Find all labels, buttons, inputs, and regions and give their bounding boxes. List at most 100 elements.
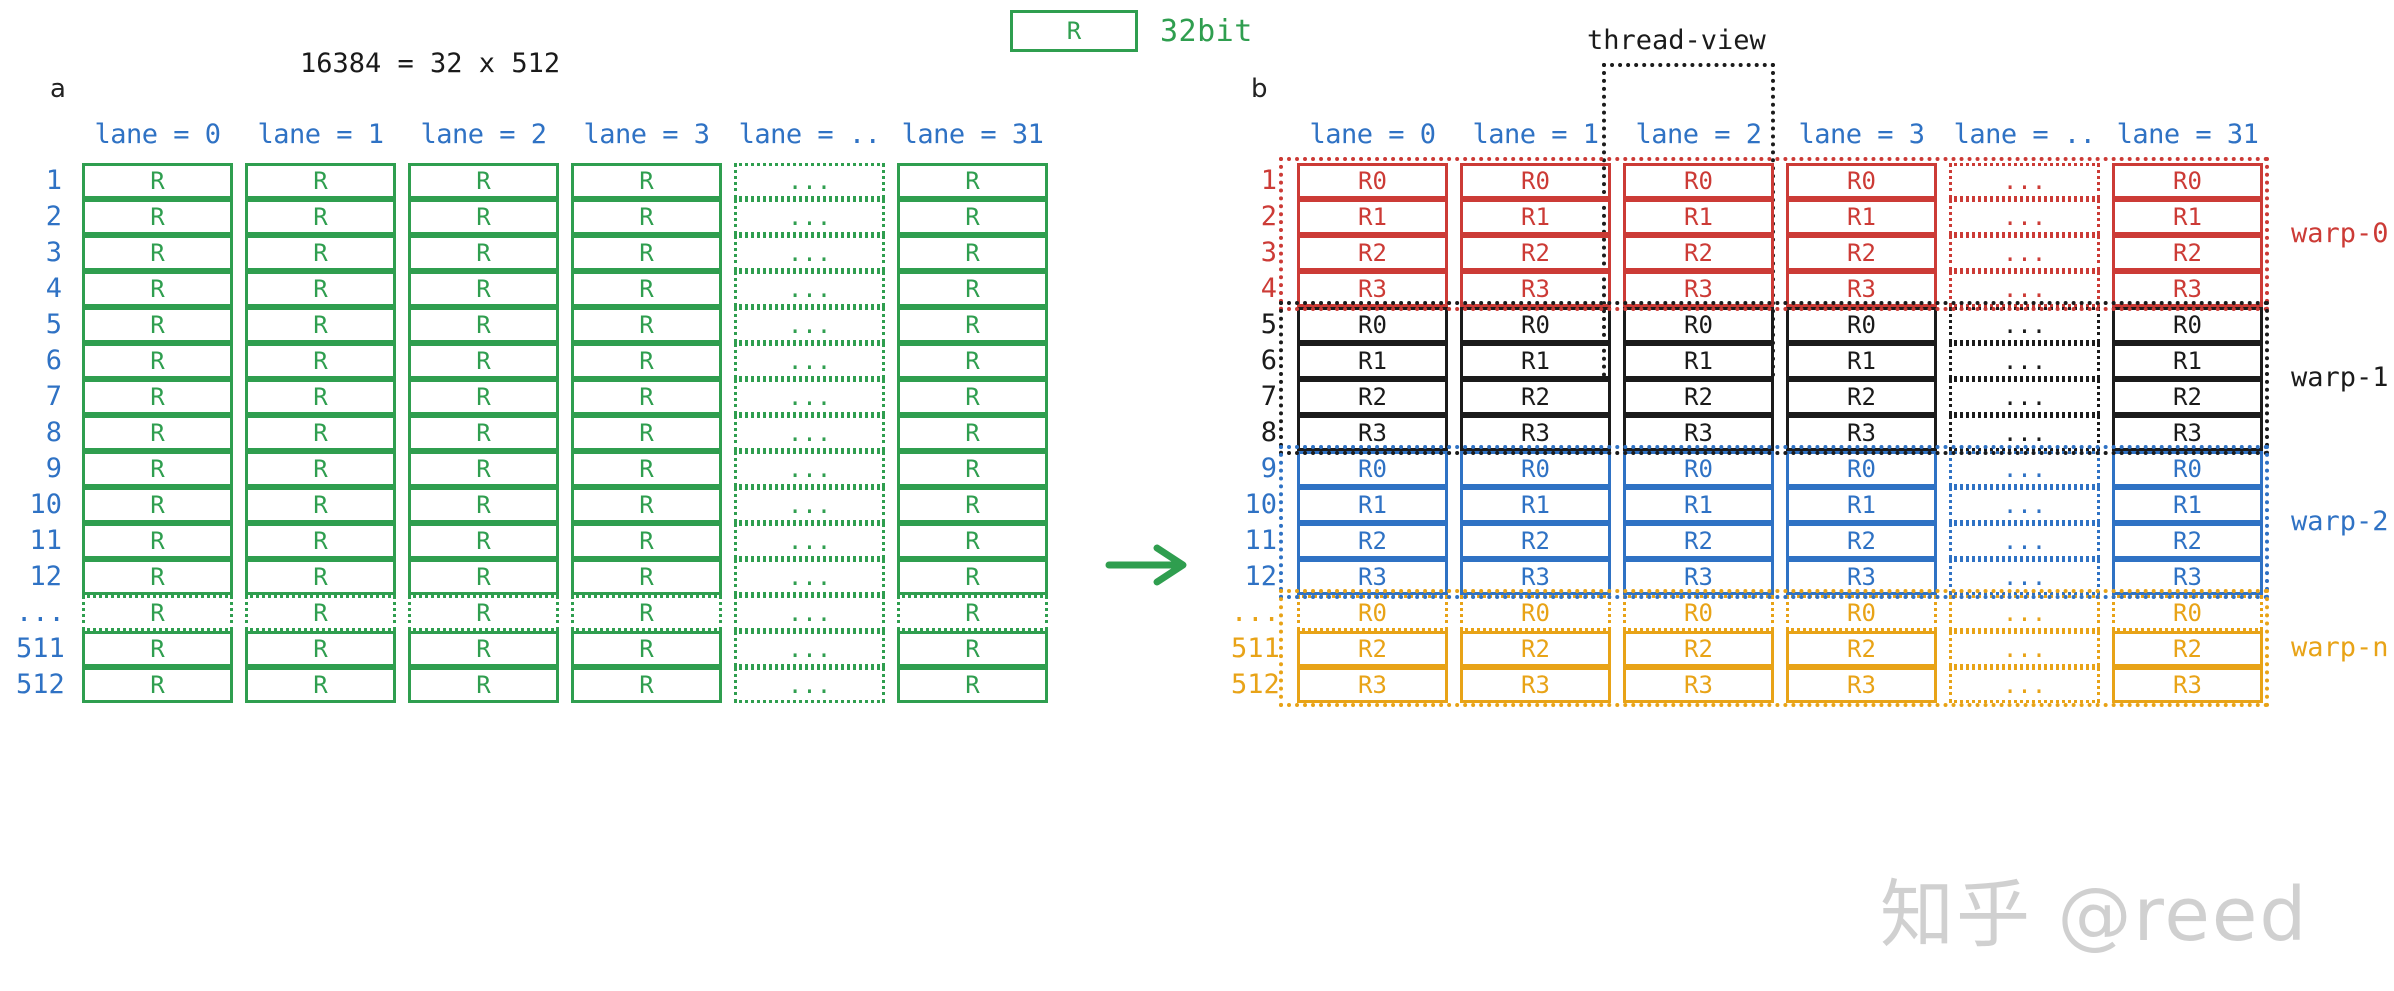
- register-cell: R0: [1623, 163, 1774, 199]
- register-cell-slot: R: [239, 199, 402, 235]
- register-cell-ellipsis: ...: [734, 343, 885, 379]
- register-cell-slot: R0: [1291, 451, 1454, 487]
- register-cell-slot: R: [402, 631, 565, 667]
- register-cell-slot: R: [76, 559, 239, 595]
- register-cell-slot: R: [76, 343, 239, 379]
- register-cell-slot: ...: [1943, 379, 2106, 415]
- register-cell: R1: [1460, 199, 1611, 235]
- register-cell-slot: R: [891, 523, 1054, 559]
- thread-view-label: thread-view: [1587, 25, 1766, 56]
- register-cell-slot: R: [402, 559, 565, 595]
- column-header-lane-5: lane = 31: [901, 119, 1044, 150]
- register-cell: R3: [1460, 271, 1611, 307]
- register-cell-slot: R3: [1617, 271, 1780, 307]
- register-cell-slot: R1: [1291, 199, 1454, 235]
- register-cell-ellipsis: ...: [1949, 379, 2100, 415]
- register-cell-slot: ...: [728, 595, 891, 631]
- register-cell: R2: [1297, 379, 1448, 415]
- register-cell: R: [571, 235, 722, 271]
- register-cell: R3: [2112, 271, 2263, 307]
- register-cell-slot: R: [402, 379, 565, 415]
- register-cell: R3: [1786, 559, 1937, 595]
- register-cell-slot: R0: [1291, 307, 1454, 343]
- register-cell-slot: R: [891, 163, 1054, 199]
- register-cell: R: [245, 379, 396, 415]
- register-cell: R: [82, 199, 233, 235]
- register-cell: R0: [1460, 163, 1611, 199]
- register-cell: R2: [2112, 379, 2263, 415]
- register-cell-slot: R1: [1780, 487, 1943, 523]
- register-cell-slot: R: [565, 667, 728, 703]
- register-cell: R2: [1460, 235, 1611, 271]
- transform-arrow-icon: [1105, 544, 1187, 586]
- register-cell-slot: R: [239, 163, 402, 199]
- column-header-lane-3: lane = 3: [583, 119, 710, 150]
- register-cell: R0: [1460, 595, 1611, 631]
- register-cell-slot: R3: [1617, 415, 1780, 451]
- register-cell: R2: [1786, 235, 1937, 271]
- register-cell: R3: [1460, 559, 1611, 595]
- register-cell: R: [897, 631, 1048, 667]
- register-cell-slot: R3: [1454, 667, 1617, 703]
- register-cell: R: [897, 487, 1048, 523]
- register-cell-slot: ...: [1943, 487, 2106, 523]
- register-cell-slot: R3: [1780, 415, 1943, 451]
- register-cell-slot: R0: [2106, 163, 2269, 199]
- register-cell-slot: R0: [1454, 595, 1617, 631]
- register-cell-slot: R: [891, 667, 1054, 703]
- register-cell-ellipsis: ...: [734, 487, 885, 523]
- register-cell-slot: R: [565, 523, 728, 559]
- register-cell-slot: R: [76, 163, 239, 199]
- register-cell: R3: [1460, 667, 1611, 703]
- register-cell: R: [897, 667, 1048, 703]
- register-cell-slot: R0: [1291, 163, 1454, 199]
- register-cell-slot: ...: [1943, 271, 2106, 307]
- register-cell-slot: R: [565, 451, 728, 487]
- row-index-label: ...: [16, 597, 65, 628]
- register-cell-slot: R3: [1617, 559, 1780, 595]
- register-cell-slot: R0: [1617, 307, 1780, 343]
- register-cell-slot: R: [76, 379, 239, 415]
- register-cell: R0: [1460, 307, 1611, 343]
- register-cell: R: [408, 559, 559, 595]
- column-header-lane-1: lane = 1: [257, 119, 384, 150]
- row-index-label: ...: [1231, 597, 1280, 628]
- register-cell: R: [571, 163, 722, 199]
- register-cell-ellipsis: ...: [734, 595, 885, 631]
- register-cell: R0: [1297, 163, 1448, 199]
- register-cell: R2: [1297, 235, 1448, 271]
- register-cell-slot: R2: [1617, 235, 1780, 271]
- register-cell-ellipsis: ...: [1949, 235, 2100, 271]
- register-cell-slot: R1: [1780, 343, 1943, 379]
- column-header-lane-5: lane = 31: [2116, 119, 2259, 150]
- register-cell: R0: [1786, 307, 1937, 343]
- register-cell: R: [571, 271, 722, 307]
- register-cell: R: [897, 559, 1048, 595]
- legend-cell-sample: R: [1010, 10, 1138, 52]
- register-cell-slot: R0: [1617, 595, 1780, 631]
- register-cell: R1: [1786, 343, 1937, 379]
- register-cell: R: [245, 307, 396, 343]
- register-cell: R: [245, 163, 396, 199]
- row-index-label: 4: [45, 273, 62, 304]
- register-cell-ellipsis: ...: [734, 451, 885, 487]
- register-cell-slot: R1: [1454, 199, 1617, 235]
- register-cell: R: [897, 235, 1048, 271]
- register-cell: R2: [1786, 379, 1937, 415]
- register-cell-slot: R1: [2106, 487, 2269, 523]
- register-cell-slot: R3: [1291, 559, 1454, 595]
- register-cell-slot: R2: [1454, 379, 1617, 415]
- register-cell-slot: R: [891, 631, 1054, 667]
- register-cell-slot: ...: [1943, 523, 2106, 559]
- register-cell-slot: ...: [1943, 343, 2106, 379]
- register-cell-slot: ...: [1943, 415, 2106, 451]
- register-cell: R: [245, 559, 396, 595]
- register-cell-slot: R3: [1780, 271, 1943, 307]
